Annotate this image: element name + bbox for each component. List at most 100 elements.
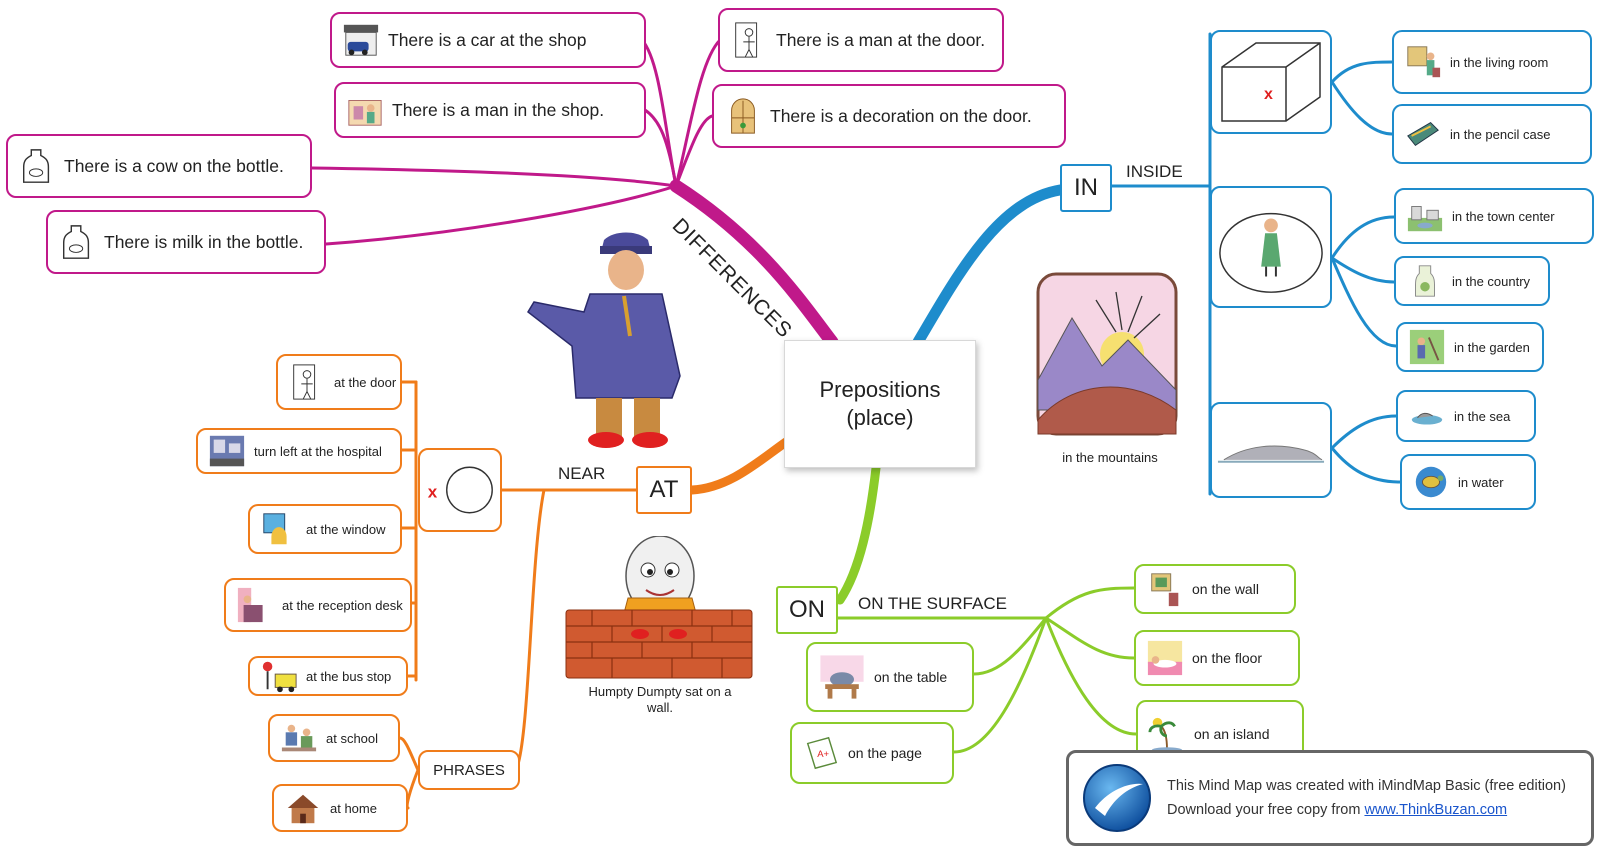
at-item-label: turn left at the hospital	[254, 443, 382, 459]
on-item-label: on the page	[848, 745, 922, 761]
differences-item-label: There is milk in the bottle.	[104, 231, 304, 252]
at-item-label: at home	[330, 800, 377, 816]
inside-label: INSIDE	[1126, 162, 1183, 181]
in-circle-illustration[interactable]	[1210, 186, 1332, 308]
on-item-floor[interactable]: on the floor	[1134, 630, 1300, 686]
in-keyword-node[interactable]: IN	[1060, 164, 1112, 212]
on-item-label: on the wall	[1192, 581, 1259, 597]
humpty-dumpty-caption: Humpty Dumpty sat on a wall.	[588, 684, 732, 715]
at-item-label: at the window	[306, 521, 386, 537]
differences-item-label: There is a car at the shop	[388, 29, 587, 50]
at-item-label: at the bus stop	[306, 668, 392, 684]
school-icon	[281, 724, 317, 752]
on-the-surface-label: ON THE SURFACE	[858, 594, 1007, 613]
in-item-sea[interactable]: in the sea	[1396, 390, 1536, 442]
watermark-line1: This Mind Map was created with iMindMap …	[1167, 778, 1566, 794]
bus-stop-icon	[262, 661, 297, 693]
in-item-label: in the living room	[1450, 54, 1549, 70]
town-center-icon	[1407, 206, 1443, 232]
differences-node-decoration-door[interactable]: There is a decoration on the door.	[712, 84, 1066, 148]
at-item-window[interactable]: at the window	[248, 504, 402, 554]
imindmap-watermark: This Mind Map was created with iMindMap …	[1066, 750, 1594, 846]
pencil-case-icon	[1407, 122, 1439, 147]
central-topic[interactable]: Prepositions (place)	[784, 340, 976, 468]
watermark-line2-prefix: Download your free copy from	[1167, 802, 1365, 818]
in-item-water[interactable]: in water	[1400, 454, 1536, 510]
differences-node-car-shop[interactable]: There is a car at the shop	[330, 12, 646, 68]
child-on-floor-icon	[1147, 640, 1183, 676]
differences-node-man-door[interactable]: There is a man at the door.	[718, 8, 1004, 72]
svg-text:x: x	[1264, 86, 1273, 103]
living-room-icon	[1407, 46, 1441, 78]
on-item-label: on the table	[874, 669, 948, 685]
at-item-door[interactable]: at the door	[276, 354, 402, 410]
in-item-label: in the garden	[1454, 339, 1530, 355]
in-item-label: in water	[1458, 474, 1504, 490]
mountains-sunrise-illustration	[1036, 272, 1178, 436]
page-a-plus-icon: A+	[806, 736, 838, 770]
thinkbuzan-link[interactable]: www.ThinkBuzan.com	[1364, 802, 1508, 818]
in-item-pencil-case[interactable]: in the pencil case	[1392, 104, 1592, 164]
at-item-hospital[interactable]: turn left at the hospital	[196, 428, 402, 474]
at-item-reception-desk[interactable]: at the reception desk	[224, 578, 412, 632]
country-icon	[1415, 265, 1435, 297]
near-label: NEAR	[558, 464, 606, 483]
in-item-living-room[interactable]: in the living room	[1392, 30, 1592, 94]
in-box-illustration[interactable]: x	[1210, 30, 1332, 134]
in-sea-illustration[interactable]	[1210, 402, 1332, 498]
in-item-label: in the town center	[1452, 208, 1555, 224]
picture-on-wall-icon	[1151, 573, 1179, 607]
differences-item-label: There is a man at the door.	[776, 29, 986, 50]
humpty-dumpty-illustration	[565, 536, 753, 679]
differences-item-label: There is a man in the shop.	[392, 99, 605, 120]
bottle-cow-icon	[22, 149, 50, 183]
in-item-town-center[interactable]: in the town center	[1394, 188, 1594, 244]
point-near-circle-icon: x	[428, 466, 493, 514]
on-item-label: on the floor	[1192, 650, 1263, 666]
hippo-in-water-icon	[1217, 445, 1325, 463]
on-item-wall[interactable]: on the wall	[1134, 564, 1296, 614]
in-item-label: in the sea	[1454, 408, 1511, 424]
on-item-page[interactable]: A+ on the page	[790, 722, 954, 784]
palm-island-icon	[1148, 717, 1183, 753]
box-x-icon: x	[1221, 42, 1321, 122]
in-item-garden[interactable]: in the garden	[1396, 322, 1544, 372]
house-icon	[287, 794, 319, 824]
sea-icon	[1411, 412, 1443, 425]
pointing-man-illustration	[527, 232, 681, 448]
decorated-door-icon	[731, 98, 755, 134]
central-topic-line1: Prepositions	[819, 377, 941, 402]
car-shop-icon	[343, 24, 379, 56]
differences-node-cow-bottle[interactable]: There is a cow on the bottle.	[6, 134, 312, 198]
at-item-home[interactable]: at home	[272, 784, 408, 832]
in-item-label: in the pencil case	[1450, 126, 1551, 142]
milk-bottle-icon	[62, 225, 90, 259]
svg-text:A+: A+	[817, 749, 829, 760]
differences-node-man-shop[interactable]: There is a man in the shop.	[334, 82, 646, 138]
at-circle-illustration[interactable]: x	[418, 448, 502, 532]
svg-text:x: x	[428, 483, 438, 502]
cat-on-table-icon	[820, 655, 864, 699]
at-keyword-node[interactable]: AT	[636, 466, 692, 514]
hospital-street-icon	[209, 435, 245, 467]
man-shop-icon	[348, 100, 382, 126]
on-keyword-node[interactable]: ON	[776, 586, 838, 634]
man-door-icon	[293, 364, 316, 400]
at-item-label: at school	[326, 730, 379, 746]
man-door-icon	[735, 22, 758, 58]
differences-node-milk-bottle[interactable]: There is milk in the bottle.	[46, 210, 326, 274]
at-item-label: at the reception desk	[282, 597, 403, 613]
at-item-label: at the door	[334, 374, 397, 390]
at-item-bus-stop[interactable]: at the bus stop	[248, 656, 408, 696]
in-item-country[interactable]: in the country	[1394, 256, 1550, 306]
on-item-label: on an island	[1194, 726, 1270, 742]
garden-icon	[1409, 329, 1445, 365]
phrases-label: PHRASES	[433, 761, 505, 779]
at-item-school[interactable]: at school	[268, 714, 400, 762]
woman-in-circle-icon	[1219, 212, 1323, 293]
phrases-node[interactable]: PHRASES	[418, 750, 520, 790]
central-topic-line2: (place)	[846, 405, 914, 430]
on-item-table[interactable]: on the table	[806, 642, 974, 712]
in-item-label: in the country	[1452, 273, 1531, 289]
